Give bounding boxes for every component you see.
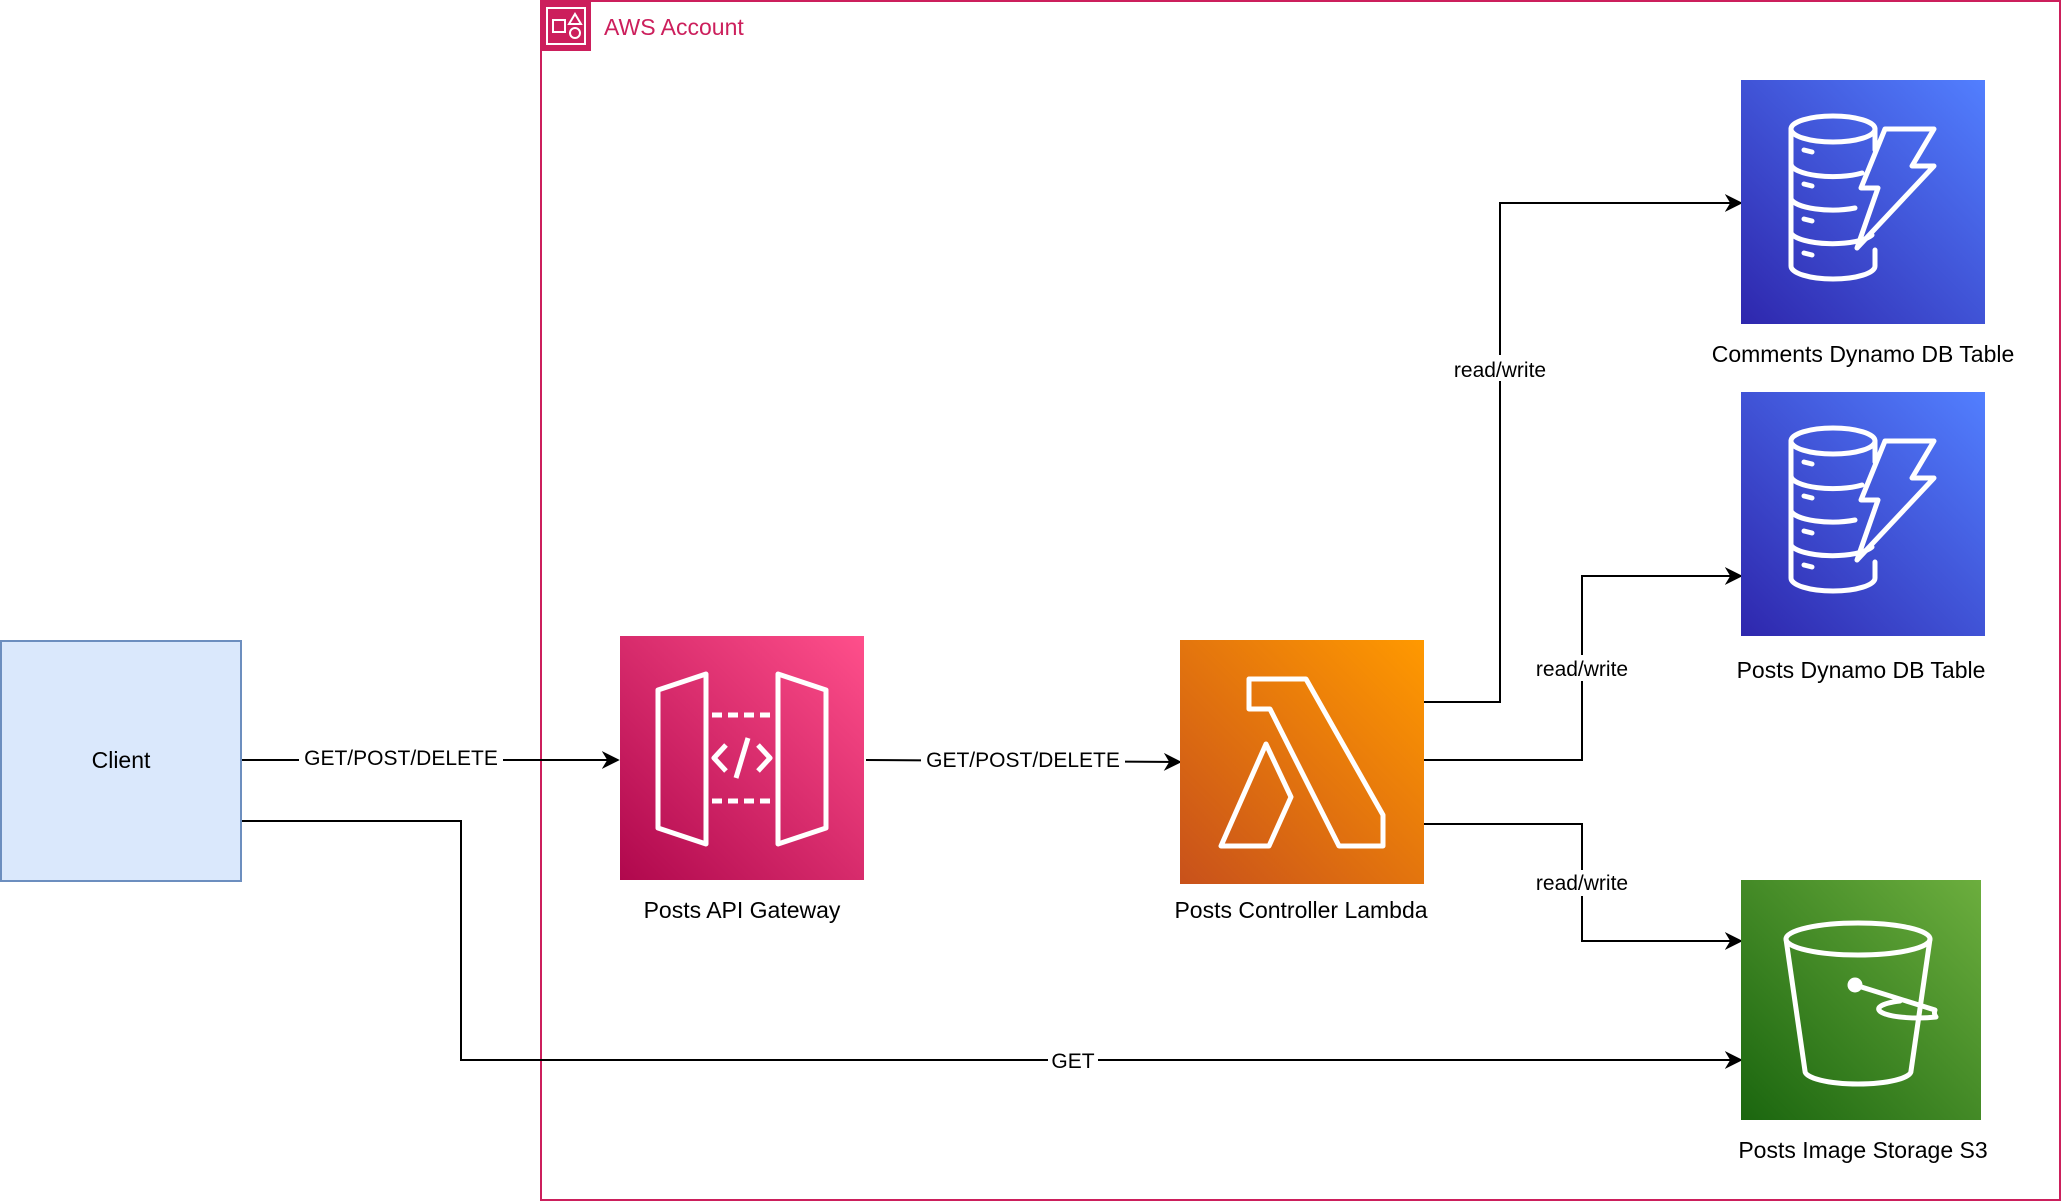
edge-label-client-api: GET/POST/DELETE (304, 747, 498, 770)
edge-label-lambda-s3: read/write (1536, 872, 1628, 895)
posts-dynamodb-node[interactable]: Posts Dynamo DB Table (1737, 392, 1986, 683)
api-gateway-icon (655, 671, 829, 847)
edge-client-s3 (242, 820, 1743, 1069)
api-gateway-node[interactable]: Posts API Gateway (620, 636, 864, 923)
posts-dynamodb-label: Posts Dynamo DB Table (1737, 657, 1986, 683)
edge-label-client-s3: GET (1051, 1050, 1094, 1073)
edge-label-lambda-posts: read/write (1536, 658, 1628, 681)
edge-lambda-comments (1424, 194, 1743, 703)
comments-dynamodb-label: Comments Dynamo DB Table (1712, 341, 2015, 367)
s3-bucket-icon (1783, 920, 1939, 1087)
s3-node[interactable]: Posts Image Storage S3 (1738, 880, 1988, 1163)
aws-account-title: AWS Account (604, 14, 744, 40)
edges (242, 194, 1743, 1069)
dynamodb-icon (1788, 113, 1937, 282)
lambda-icon (1218, 676, 1386, 849)
aws-account-icon (541, 1, 591, 51)
edge-labels: GET/POST/DELETE GET/POST/DELETE read/wri… (299, 355, 1632, 1074)
dynamodb-icon (1788, 425, 1937, 594)
comments-dynamodb-node[interactable]: Comments Dynamo DB Table (1712, 80, 2015, 367)
api-gateway-label: Posts API Gateway (644, 897, 841, 923)
client-label: Client (92, 747, 151, 773)
s3-label: Posts Image Storage S3 (1738, 1137, 1987, 1163)
edge-label-api-lambda: GET/POST/DELETE (926, 749, 1120, 772)
client-node[interactable]: Client (0, 640, 242, 882)
lambda-label: Posts Controller Lambda (1174, 897, 1427, 923)
edge-label-lambda-comments: read/write (1454, 359, 1546, 382)
lambda-node[interactable]: Posts Controller Lambda (1174, 640, 1428, 923)
aws-account-group: AWS Account (540, 0, 2061, 1201)
